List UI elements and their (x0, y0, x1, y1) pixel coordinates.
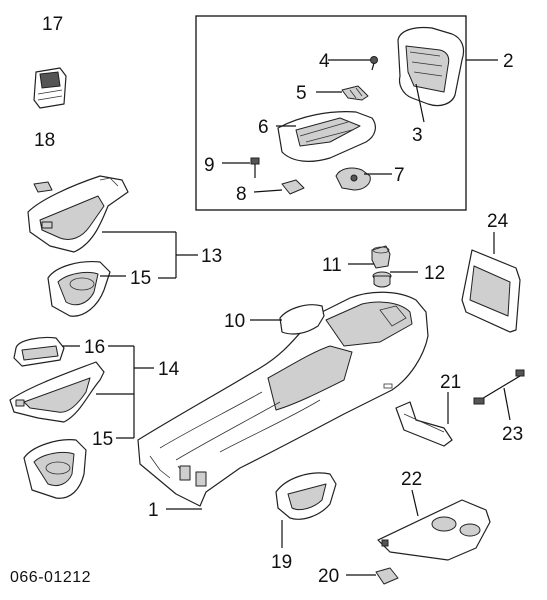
callout-12: 12 (424, 263, 445, 284)
part-bracket-21[interactable] (395, 401, 453, 447)
part-bushing-12[interactable] (372, 271, 392, 288)
callout-22: 22 (401, 469, 422, 490)
part-screw-9[interactable] (250, 157, 260, 178)
callout-23: 23 (502, 424, 523, 445)
callout-6: 6 (258, 117, 269, 138)
callout-15-lower: 15 (92, 429, 113, 450)
callout-4: 4 (319, 51, 330, 72)
callout-8: 8 (236, 184, 247, 205)
part-harness-23[interactable] (473, 369, 525, 405)
callout-5: 5 (296, 83, 307, 104)
armrest-detail-box (195, 15, 467, 211)
part-console-panel-lower[interactable] (9, 361, 105, 423)
part-clip-8[interactable] (281, 179, 305, 195)
part-cup-holder-upper[interactable] (47, 261, 111, 317)
part-screw-4[interactable] (370, 56, 378, 71)
callout-13: 13 (201, 246, 222, 267)
diagram-code: 066-01212 (10, 569, 91, 586)
part-tray-19[interactable] (275, 472, 337, 520)
part-clip-18[interactable] (33, 181, 53, 193)
part-lid-pad-10[interactable] (279, 304, 325, 335)
part-latch-7[interactable] (335, 167, 371, 191)
callout-9: 9 (204, 155, 215, 176)
leader-lines (62, 59, 511, 576)
part-armrest-lid[interactable] (397, 26, 465, 107)
part-switch-17[interactable] (33, 67, 67, 109)
callout-14: 14 (158, 359, 180, 380)
part-cup-holder-lower[interactable] (23, 439, 87, 499)
part-pad-16[interactable] (13, 336, 65, 367)
part-base-plate-22[interactable] (377, 499, 491, 561)
part-center-console[interactable] (137, 291, 429, 507)
callout-21: 21 (440, 372, 461, 393)
part-bracket-24[interactable] (461, 249, 521, 333)
callout-20: 20 (318, 566, 339, 587)
callout-10: 10 (224, 311, 245, 332)
callout-7: 7 (394, 165, 405, 186)
part-console-panel-upper[interactable] (27, 175, 129, 253)
callout-15-upper: 15 (130, 268, 151, 289)
callout-17: 17 (42, 14, 63, 35)
part-knob-11[interactable] (371, 245, 391, 269)
callout-11: 11 (322, 255, 342, 276)
callout-19: 19 (271, 552, 292, 573)
callout-16: 16 (84, 337, 105, 358)
part-hinge-bracket[interactable] (341, 85, 369, 101)
part-clip-20[interactable] (375, 567, 399, 585)
callout-3: 3 (412, 125, 423, 146)
callout-24: 24 (487, 211, 509, 232)
callout-18: 18 (34, 130, 55, 151)
part-armrest-base[interactable] (277, 111, 376, 162)
callout-2: 2 (503, 51, 514, 72)
callout-1: 1 (148, 500, 159, 521)
callout-labels: 17 18 2 4 5 6 3 9 7 8 13 15 16 14 15 10 … (10, 14, 523, 587)
